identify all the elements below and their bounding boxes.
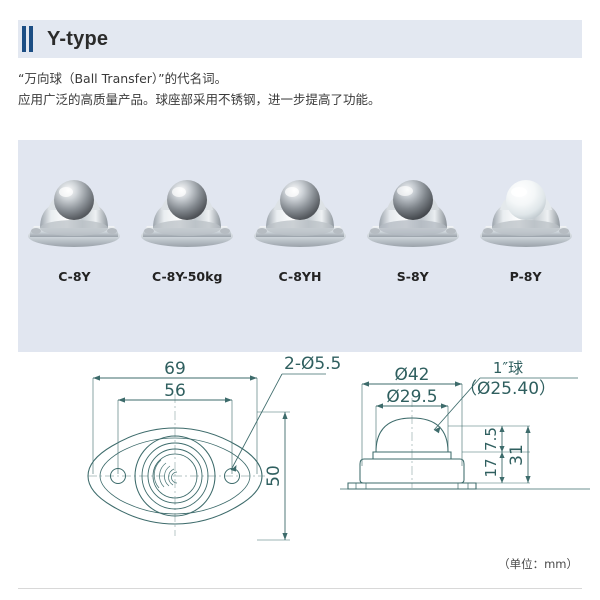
side-view-drawing: Ø42 Ø29.5 7.5 17 31 1″球 （Ø25.40） bbox=[340, 359, 590, 490]
ball-transfer-unit-icon bbox=[141, 180, 234, 247]
product-label: C-8YH bbox=[278, 269, 322, 284]
dim-body-height: 17 bbox=[482, 458, 500, 477]
bottom-divider bbox=[18, 588, 582, 589]
dim-ball-height: 7.5 bbox=[482, 427, 500, 451]
units-note: （单位：mm） bbox=[498, 557, 578, 571]
dim-width-outer: 69 bbox=[164, 359, 186, 379]
technical-drawings: 69 56 50 2-Ø5.5 bbox=[0, 356, 600, 566]
product-item-s-8y[interactable]: S-8Y bbox=[361, 170, 465, 284]
product-label: P-8Y bbox=[509, 269, 542, 284]
product-label: S-8Y bbox=[396, 269, 429, 284]
dim-bolt-spacing: 56 bbox=[164, 381, 186, 401]
product-gallery-panel: C-8Y bbox=[18, 140, 582, 352]
product-label: C-8Y-50kg bbox=[151, 269, 223, 284]
ball-transfer-unit-icon bbox=[253, 180, 346, 247]
dim-total-height: 31 bbox=[507, 444, 527, 466]
product-item-c-8y-50kg[interactable]: C-8Y-50kg bbox=[135, 170, 239, 284]
accent-bar-1 bbox=[22, 26, 26, 52]
accent-bar-2 bbox=[29, 26, 33, 52]
dim-flange-dia: Ø42 bbox=[394, 365, 429, 385]
dim-height-outer: 50 bbox=[264, 465, 284, 487]
product-label: C-8Y bbox=[58, 269, 91, 284]
product-item-p-8y[interactable]: P-8Y bbox=[474, 170, 578, 284]
page-header: Y-type bbox=[18, 20, 582, 58]
product-item-c-8y[interactable]: C-8Y bbox=[22, 170, 126, 284]
product-item-c-8yh[interactable]: C-8YH bbox=[248, 170, 352, 284]
callout-ball-size-line2: （Ø25.40） bbox=[460, 379, 556, 399]
dim-housing-dia: Ø29.5 bbox=[386, 387, 437, 407]
product-row: C-8Y bbox=[18, 170, 582, 284]
page-title: Y-type bbox=[47, 27, 109, 50]
callout-ball-size-line1: 1″球 bbox=[493, 359, 523, 377]
ball-transfer-unit-icon bbox=[366, 180, 459, 247]
description-line-2: 应用广泛的高质量产品。球座部采用不锈钢，进一步提高了功能。 bbox=[18, 92, 381, 107]
ball-transfer-unit-icon bbox=[479, 180, 572, 247]
ball-transfer-unit-icon bbox=[28, 180, 121, 247]
top-view-drawing: 69 56 50 2-Ø5.5 bbox=[87, 356, 340, 541]
description-block: “万向球（Ball Transfer）”的代名词。 应用广泛的高质量产品。球座部… bbox=[18, 68, 578, 110]
description-line-1: “万向球（Ball Transfer）”的代名词。 bbox=[18, 71, 228, 86]
accent-bars-icon bbox=[22, 26, 33, 52]
callout-bolt-holes: 2-Ø5.5 bbox=[284, 356, 340, 374]
